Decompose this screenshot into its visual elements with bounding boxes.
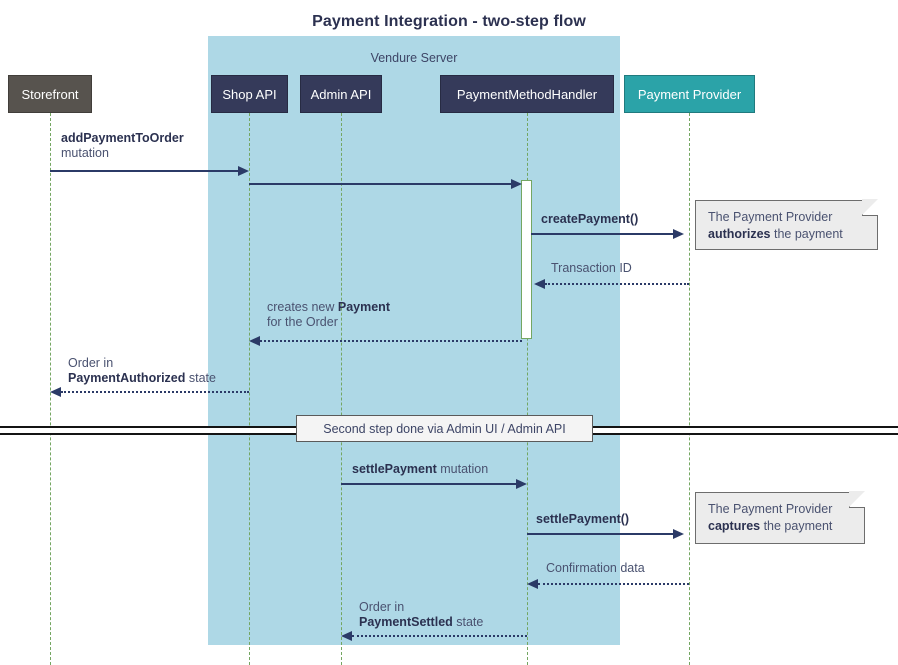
lifeline-payment-method-handler: [527, 113, 528, 665]
note-fold-corner-icon: [849, 491, 865, 508]
note-authorizes: The Payment Provider authorizes the paym…: [695, 199, 878, 250]
participant-payment-provider[interactable]: Payment Provider: [624, 75, 755, 113]
note-captures: The Payment Provider captures the paymen…: [695, 491, 865, 544]
divider-label: Second step done via Admin UI / Admin AP…: [296, 415, 593, 442]
arrowhead-left-order-payment-settled: [341, 631, 352, 641]
message-line-shop-to-handler: [249, 183, 511, 185]
message-label-bold: settlePayment(): [536, 512, 630, 526]
message-label-bold: createPayment(): [541, 212, 639, 226]
message-label-post: mutation: [436, 462, 489, 476]
message-label-transaction-id: Transaction ID: [551, 261, 632, 276]
arrowhead-right-create-payment: [673, 229, 684, 239]
message-label-post: state: [452, 615, 484, 629]
participant-label: Shop API: [222, 86, 277, 102]
lifeline-payment-provider: [689, 113, 690, 665]
message-line-add-payment-to-order: [50, 170, 238, 172]
message-label-text: Order in: [68, 356, 114, 370]
arrowhead-left-order-payment-authorized: [50, 387, 61, 397]
message-label-bold: PaymentSettled: [359, 615, 453, 629]
message-label-confirmation-data: Confirmation data: [546, 561, 645, 576]
participant-label: PaymentMethodHandler: [456, 86, 598, 102]
message-line-confirmation-data: [538, 583, 689, 585]
message-label-pre: creates new: [267, 300, 338, 314]
message-label-text: Order in: [359, 600, 405, 614]
arrowhead-left-confirmation-data: [527, 579, 538, 589]
participant-payment-method-handler[interactable]: PaymentMethodHandler: [440, 75, 614, 113]
message-label-order-payment-authorized: Order in PaymentAuthorized state: [68, 356, 216, 386]
message-line-creates-new-payment: [260, 340, 522, 342]
page-title: Payment Integration - two-step flow: [312, 13, 586, 30]
participant-label: Storefront: [21, 86, 79, 102]
message-label-text: Transaction ID: [551, 261, 632, 275]
note-fold-corner-icon: [862, 199, 878, 216]
note-line-1: The Payment Provider: [708, 502, 833, 516]
participant-label: Payment Provider: [637, 86, 742, 102]
message-line-order-payment-authorized: [61, 391, 249, 393]
participant-admin-api[interactable]: Admin API: [300, 75, 382, 113]
arrowhead-left-creates-new-payment: [249, 336, 260, 346]
note-line-2-bold: captures: [708, 519, 761, 533]
note-line-2-bold: authorizes: [708, 227, 771, 241]
message-label-text: Confirmation data: [546, 561, 645, 575]
message-label-settle-payment-call: settlePayment(): [536, 512, 629, 527]
message-label-settle-payment-mutation: settlePayment mutation: [352, 462, 488, 477]
group-label: Vendure Server: [370, 51, 458, 65]
message-line-transaction-id: [545, 283, 689, 285]
message-label-creates-new-payment: creates new Payment for the Order: [267, 300, 390, 330]
message-label-add-payment-to-order: addPaymentToOrder mutation: [61, 131, 184, 161]
arrowhead-right-settle-payment-mutation: [516, 479, 527, 489]
message-label-sub: mutation: [61, 146, 109, 160]
message-label-bold: addPaymentToOrder: [61, 131, 184, 145]
message-line-order-payment-settled: [352, 635, 527, 637]
message-line-settle-payment-mutation: [341, 483, 516, 485]
arrowhead-right-shop-to-handler: [511, 179, 522, 189]
note-line-2-post: the payment: [760, 519, 833, 533]
message-label-sub: for the Order: [267, 315, 338, 329]
message-line-create-payment: [531, 233, 673, 235]
activation-bar-payment-method-handler: [521, 180, 532, 339]
note-line-1: The Payment Provider: [708, 210, 833, 224]
message-label-bold: PaymentAuthorized: [68, 371, 186, 385]
message-label-bold: settlePayment: [352, 462, 437, 476]
message-label-bold: Payment: [337, 300, 390, 314]
message-label-order-payment-settled: Order in PaymentSettled state: [359, 600, 483, 630]
arrowhead-right-settle-payment-call: [673, 529, 684, 539]
arrowhead-left-transaction-id: [534, 279, 545, 289]
lifeline-shop-api: [249, 113, 250, 665]
message-label-create-payment: createPayment(): [541, 212, 638, 227]
message-label-post: state: [185, 371, 216, 385]
message-line-settle-payment-call: [527, 533, 673, 535]
note-line-2-post: the payment: [770, 227, 843, 241]
participant-storefront[interactable]: Storefront: [8, 75, 92, 113]
lifeline-admin-api: [341, 113, 342, 665]
participant-shop-api[interactable]: Shop API: [211, 75, 288, 113]
arrowhead-right-add-payment-to-order: [238, 166, 249, 176]
participant-label: Admin API: [310, 86, 372, 102]
